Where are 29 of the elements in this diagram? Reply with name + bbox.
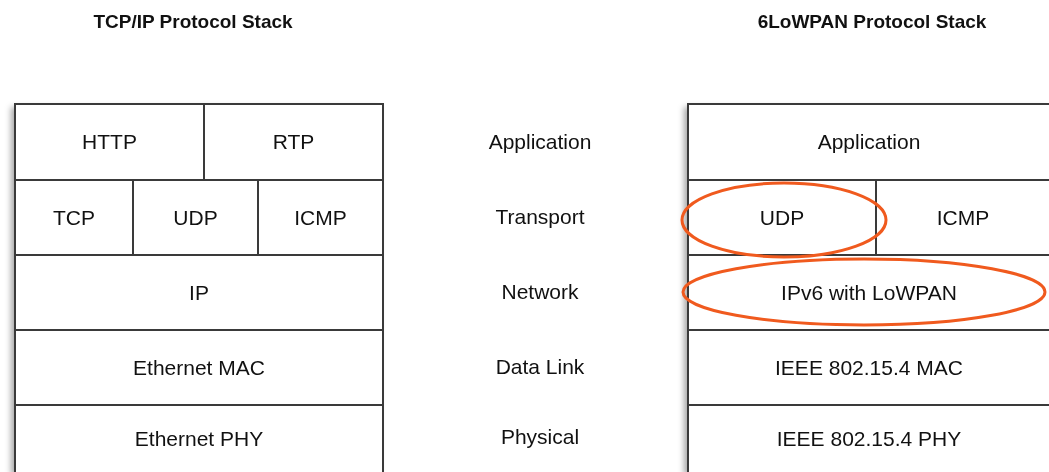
layer-name: UDP [173, 205, 218, 230]
protocol-layer-cell [687, 329, 1049, 406]
stack-heading: 6LoWPAN Protocol Stack [757, 11, 987, 33]
layer-name: Ethernet MAC [133, 355, 265, 380]
stack-heading: TCP/IP Protocol Stack [93, 11, 293, 33]
layer-name: ICMP [936, 205, 990, 230]
protocol-layer-cell [687, 404, 1049, 472]
layer-name: RTP [272, 130, 315, 154]
layer-label: Transport [495, 205, 585, 229]
protocol-layer-cell [14, 404, 384, 472]
layer-label: Network [501, 280, 579, 304]
layer-name: IEEE 802.15.4 PHY [776, 427, 962, 451]
layer-label: Application [488, 130, 592, 154]
layer-name: HTTP [82, 130, 137, 154]
protocol-layer-cell [687, 103, 1049, 181]
layer-name: IP [189, 280, 209, 305]
layer-name: IPv6 with LoWPAN [781, 280, 957, 305]
protocol-layer-cell [203, 103, 384, 181]
layer-name: Application [817, 130, 921, 154]
layer-name: ICMP [294, 205, 347, 230]
protocol-layer-cell [14, 254, 384, 331]
layer-name: UDP [759, 205, 805, 230]
protocol-layer-cell [14, 329, 384, 406]
layer-name: Ethernet PHY [134, 427, 264, 451]
layer-label: Physical [500, 425, 580, 449]
layer-name: TCP [53, 205, 95, 230]
protocol-layer-cell [14, 103, 205, 181]
layer-label: Data Link [495, 355, 585, 379]
layer-name: IEEE 802.15.4 MAC [775, 355, 963, 380]
